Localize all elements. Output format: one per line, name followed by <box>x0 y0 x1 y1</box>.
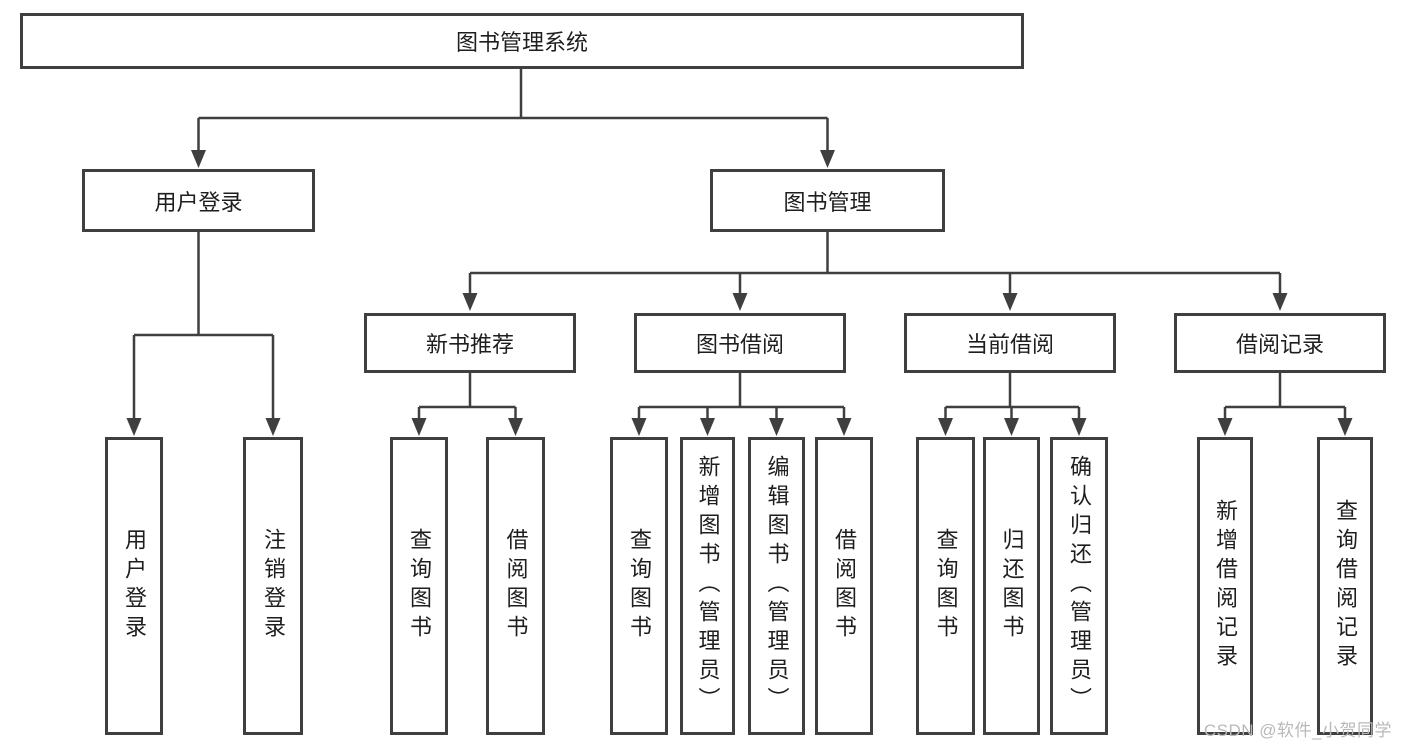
leaf-add-borrow-record-label: 新增借阅记录 <box>1213 498 1238 674</box>
leaf-user-login-label: 用户登录 <box>122 527 147 645</box>
leaf-logout-login: 注销登录 <box>243 437 303 735</box>
node-current-borrowing: 当前借阅 <box>904 313 1116 373</box>
node-library-management-system: 图书管理系统 <box>20 13 1024 69</box>
leaf-borrow-books-borrowing: 借阅图书 <box>815 437 873 735</box>
leaf-logout-login-label: 注销登录 <box>261 527 286 645</box>
connector-records-to-leaves <box>1217 371 1353 436</box>
node-new-book-recommendation: 新书推荐 <box>364 313 576 373</box>
node-borrowing-records: 借阅记录 <box>1174 313 1386 373</box>
leaf-confirm-return-admin: 确认归还（管理员） <box>1050 437 1108 735</box>
connector-root-to-level2 <box>191 66 835 168</box>
leaf-search-books-recommend-label: 查询图书 <box>407 527 432 645</box>
leaf-add-books-admin: 新增图书（管理员） <box>680 437 735 735</box>
leaf-user-login: 用户登录 <box>105 437 163 735</box>
csdn-watermark: CSDN @软件_小贺同学 <box>1203 721 1392 740</box>
leaf-search-books-current-label: 查询图书 <box>933 527 959 645</box>
leaf-search-books-borrowing: 查询图书 <box>610 437 668 735</box>
leaf-search-books-current: 查询图书 <box>916 437 975 735</box>
leaf-search-borrow-record: 查询借阅记录 <box>1317 437 1373 735</box>
connector-book-management-to-level3 <box>462 230 1288 311</box>
leaf-search-borrow-record-label: 查询借阅记录 <box>1333 498 1358 674</box>
leaf-return-books: 归还图书 <box>983 437 1040 735</box>
leaf-edit-books-admin: 编辑图书（管理员） <box>748 437 805 735</box>
connector-recommendation-to-leaves <box>411 371 523 436</box>
leaf-search-books-recommend: 查询图书 <box>390 437 448 735</box>
node-book-management: 图书管理 <box>710 169 945 232</box>
connector-current-borrowing-to-leaves <box>938 371 1087 436</box>
node-user-login: 用户登录 <box>82 169 315 232</box>
leaf-borrow-books-recommend-label: 借阅图书 <box>503 527 529 645</box>
leaf-borrow-books-recommend: 借阅图书 <box>486 437 545 735</box>
leaf-add-borrow-record: 新增借阅记录 <box>1197 437 1253 735</box>
leaf-return-books-label: 归还图书 <box>999 527 1025 645</box>
leaf-borrow-books-borrowing-label: 借阅图书 <box>832 527 857 645</box>
node-book-borrowing: 图书借阅 <box>634 313 846 373</box>
leaf-confirm-return-admin-label: 确认归还（管理员） <box>1067 455 1092 717</box>
leaf-edit-books-admin-label: 编辑图书（管理员） <box>764 455 790 717</box>
connector-borrowing-to-leaves <box>631 371 852 436</box>
connector-user-login-to-leaves <box>126 230 281 436</box>
leaf-add-books-admin-label: 新增图书（管理员） <box>695 455 721 717</box>
leaf-search-books-borrowing-label: 查询图书 <box>627 527 652 645</box>
